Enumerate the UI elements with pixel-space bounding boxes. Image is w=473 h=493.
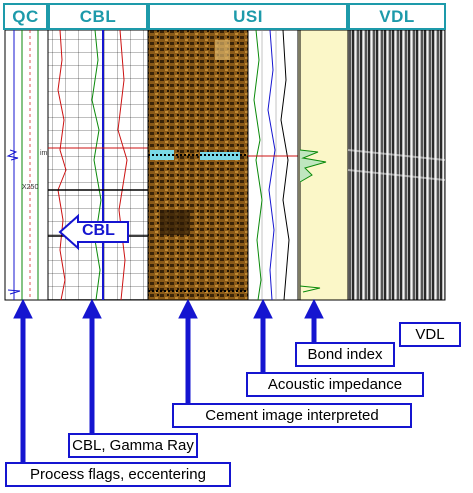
vdl-track	[347, 29, 446, 301]
qc-track	[4, 29, 49, 301]
acoustic-impedance-track	[247, 29, 299, 301]
depth-marker-im: im	[40, 150, 48, 157]
header-vdl: VDL	[348, 3, 446, 30]
label-bond-index: Bond index	[295, 342, 395, 367]
cbl-callout: CBL	[60, 218, 130, 246]
bond-index-track	[297, 29, 349, 301]
header-cbl: CBL	[48, 3, 148, 30]
label-cement-image: Cement image interpreted	[172, 403, 412, 428]
label-vdl: VDL	[399, 322, 461, 347]
depth-label: X250	[22, 184, 39, 191]
label-acoustic-impedance: Acoustic impedance	[246, 372, 424, 397]
pointer-arrows	[13, 298, 324, 462]
label-process-flags: Process flags, eccentering	[5, 462, 231, 487]
cbl-callout-arrow	[58, 213, 129, 251]
usi-image	[147, 29, 249, 301]
cbl-callout-label: CBL	[82, 222, 115, 239]
header-qc: QC	[3, 3, 48, 30]
label-cbl-gamma: CBL, Gamma Ray	[68, 433, 198, 458]
header-usi: USI	[148, 3, 348, 30]
cbl-track	[47, 29, 149, 301]
